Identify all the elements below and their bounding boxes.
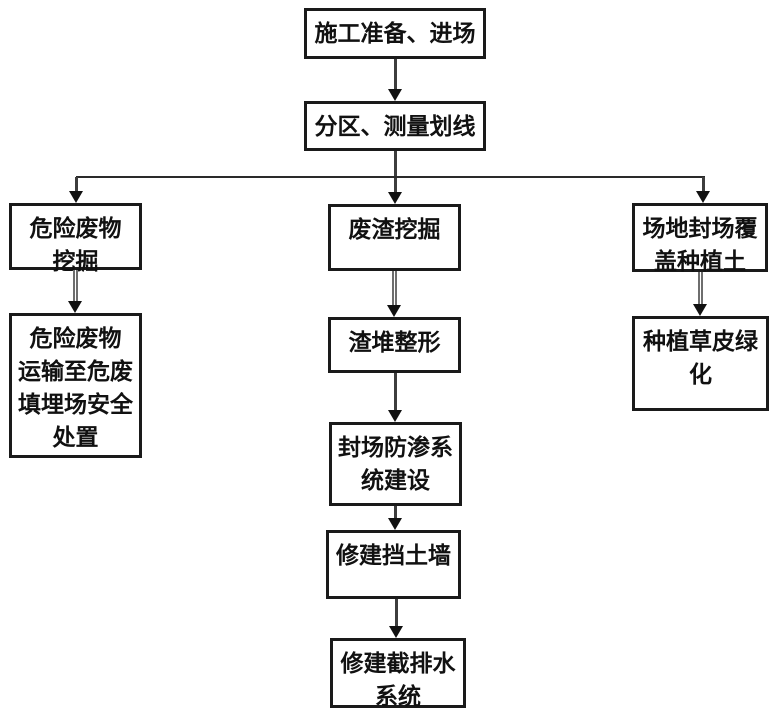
node-hazardous-waste-transport: 危险废物 运输至危废 填埋场安全 处置 <box>9 313 142 458</box>
connector-hazwaste-to-transport <box>73 270 78 302</box>
node-slag-excavation: 废渣挖掘 <box>328 204 461 271</box>
connector-slag-to-shaping <box>392 271 397 306</box>
connector-seepage-to-wall <box>394 506 397 519</box>
arrowhead-seepage-to-wall <box>388 518 402 530</box>
arrowhead-branch-to-cover-soil <box>696 191 710 203</box>
connector-wall-to-drainage <box>395 599 398 627</box>
arrowhead-hazwaste-to-transport <box>68 301 82 313</box>
node-hazardous-waste-excavation: 危险废物 挖掘 <box>9 203 142 274</box>
node-site-cover-soil: 场地封场覆 盖种植土 <box>632 203 768 274</box>
arrowhead-wall-to-drainage <box>389 626 403 638</box>
arrowhead-shaping-to-seepage <box>388 410 402 422</box>
node-closure-seepage-system: 封场防渗系 统建设 <box>329 422 462 506</box>
node-retaining-wall: 修建挡土墙 <box>326 530 461 599</box>
arrowhead-zoning-to-slag-excavation <box>388 192 402 204</box>
arrowhead-cover-to-turf <box>693 304 707 316</box>
connector-branch-horizontal <box>76 176 705 178</box>
arrowhead-prep-to-zoning <box>388 89 402 101</box>
connector-cover-to-turf <box>698 272 703 305</box>
node-turf-greening: 种植草皮绿 化 <box>632 316 769 411</box>
connector-branch-to-cover-soil <box>702 177 705 192</box>
connector-zoning-to-slag-excavation <box>394 151 397 193</box>
arrowhead-slag-to-shaping <box>387 305 401 317</box>
connector-prep-to-zoning <box>394 59 397 90</box>
node-construction-prep: 施工准备、进场 <box>304 8 486 59</box>
node-zoning-marking: 分区、测量划线 <box>304 101 486 151</box>
connector-shaping-to-seepage <box>394 373 397 411</box>
node-drainage-system: 修建截排水 系统 <box>330 638 466 709</box>
arrowhead-branch-to-hazwaste <box>69 191 83 203</box>
connector-branch-to-hazwaste <box>75 177 78 192</box>
node-slag-heap-shaping: 渣堆整形 <box>328 317 461 373</box>
